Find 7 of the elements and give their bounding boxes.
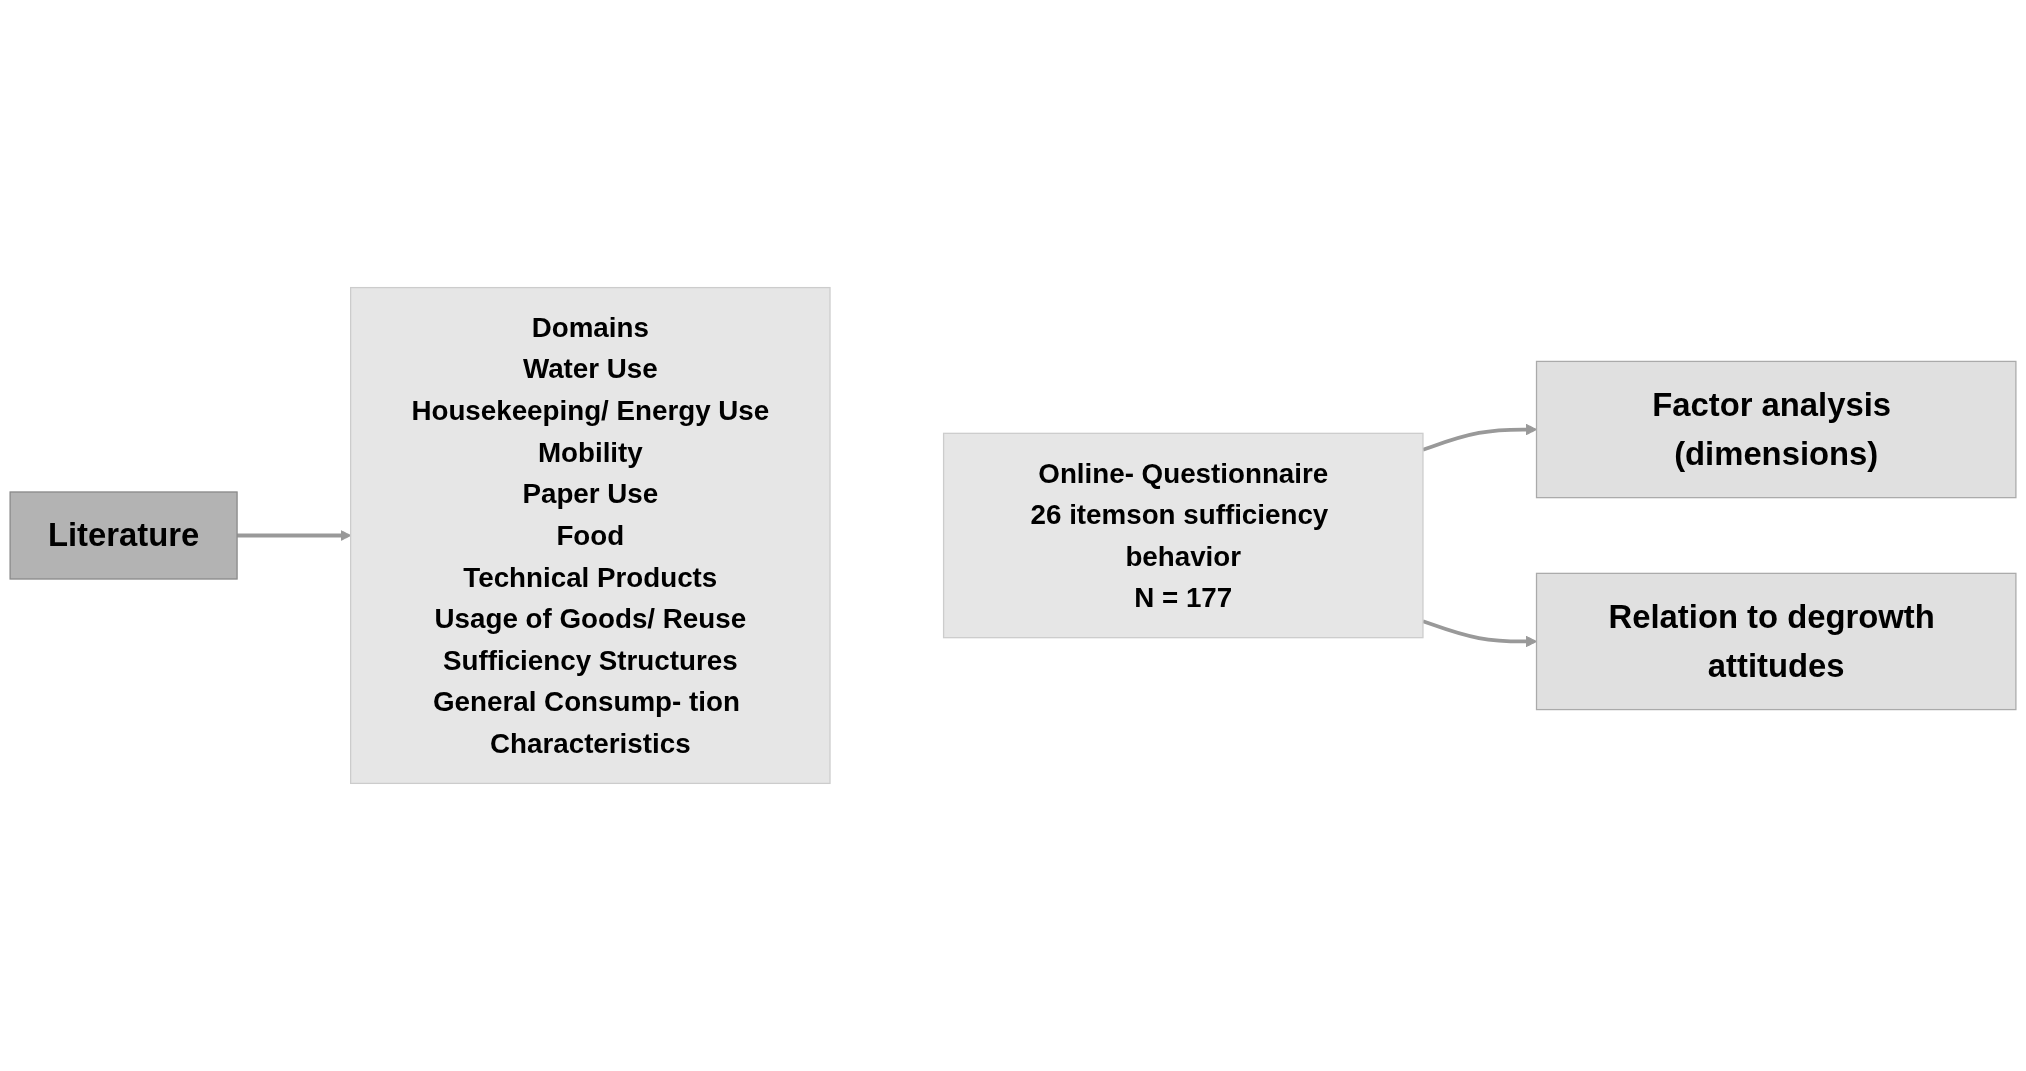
node-box: Factor analysis (dimensions) bbox=[1535, 360, 2017, 499]
arrow bbox=[1422, 424, 1537, 452]
node-box: Relation to degrowth attitudes bbox=[1535, 572, 2017, 711]
arrow bbox=[1422, 619, 1537, 647]
node-box: Domains Water Use Housekeeping/ Energy Use Mobility Paper Use Food Technical Products Usage of Goods/ Reuse Sufficiency Structures General Consump- tion Characteristics bbox=[350, 286, 831, 785]
node-box: Online- Questionnaire 26 itemson sufficiency behavior N = 177 bbox=[942, 432, 1424, 639]
node-box: Literature bbox=[9, 491, 238, 580]
